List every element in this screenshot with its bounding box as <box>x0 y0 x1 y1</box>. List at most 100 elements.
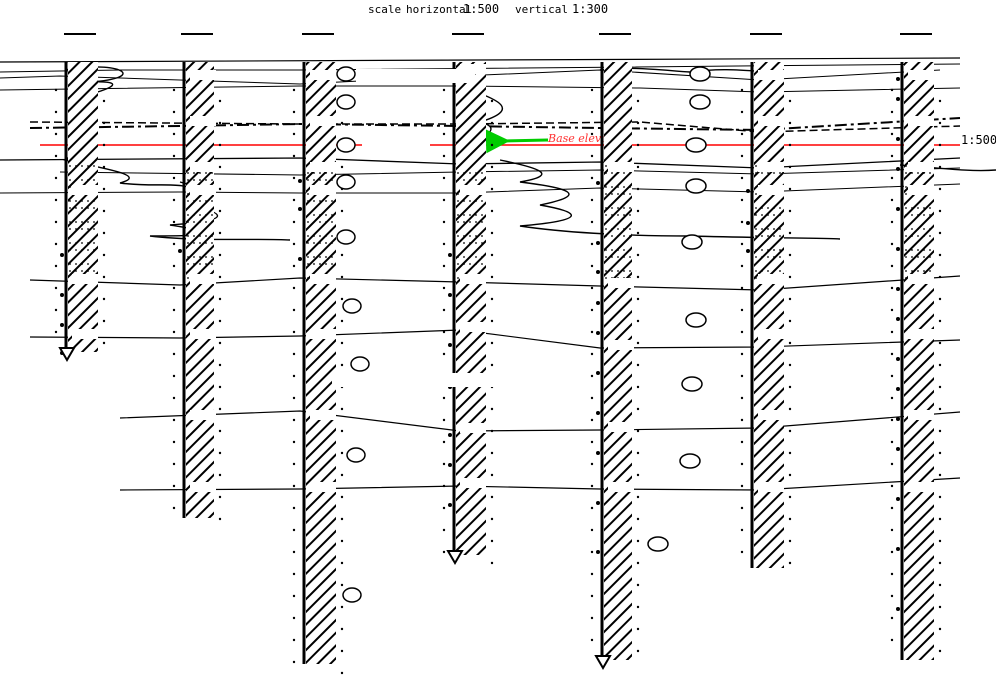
sand-dot <box>617 235 619 237</box>
side-dot <box>218 495 222 499</box>
sand-dot <box>325 221 327 223</box>
sand-dot <box>773 235 775 237</box>
sand-dot <box>623 270 625 272</box>
side-dot <box>938 341 942 345</box>
sand-dot <box>917 228 919 230</box>
side-dot <box>788 517 792 521</box>
side-dot <box>292 550 296 554</box>
borehole-column <box>754 62 784 568</box>
spt-marker <box>596 301 600 305</box>
side-dot <box>938 495 942 499</box>
sand-dot <box>187 172 189 174</box>
sand-dot <box>69 221 71 223</box>
sand-dot <box>605 214 607 216</box>
side-dot <box>218 473 222 477</box>
side-dot <box>340 583 344 587</box>
side-dot <box>54 308 58 312</box>
side-dot <box>590 616 594 620</box>
side-dot <box>292 242 296 246</box>
sand-dot <box>905 270 907 272</box>
sand-dot <box>755 186 757 188</box>
side-dot <box>490 275 494 279</box>
side-dot <box>54 264 58 268</box>
sand-dot <box>767 207 769 209</box>
depth-label-bg <box>758 482 784 492</box>
side-dot <box>938 385 942 389</box>
sand-dot <box>93 242 95 244</box>
side-dot <box>442 484 446 488</box>
sand-dot <box>307 214 309 216</box>
sand-dot <box>87 263 89 265</box>
side-dot <box>54 132 58 136</box>
borehole-column <box>68 62 98 352</box>
sand-dot <box>761 214 763 216</box>
depth-label-bg <box>190 162 216 172</box>
side-dot <box>218 407 222 411</box>
borehole-10 <box>590 33 640 670</box>
side-dot <box>490 517 494 521</box>
sand-dot <box>761 270 763 272</box>
side-dot <box>490 99 494 103</box>
side-dot <box>292 286 296 290</box>
sand-dot <box>617 256 619 258</box>
sand-dot <box>87 207 89 209</box>
sand-dot <box>93 263 95 265</box>
side-dot <box>890 374 894 378</box>
sand-dot <box>193 256 195 258</box>
sand-dot <box>611 256 613 258</box>
sand-dot <box>199 179 201 181</box>
sand-dot <box>463 200 465 202</box>
side-dot <box>442 132 446 136</box>
sand-dot <box>211 263 213 265</box>
side-dot <box>292 484 296 488</box>
side-dot <box>890 132 894 136</box>
side-dot <box>788 451 792 455</box>
side-dot <box>636 583 640 587</box>
sand-dot <box>193 214 195 216</box>
sand-dot <box>755 228 757 230</box>
side-dot <box>636 385 640 389</box>
side-dot <box>788 363 792 367</box>
sand-dot <box>87 270 89 272</box>
sand-dot <box>629 235 631 237</box>
sand-dot <box>623 249 625 251</box>
side-dot <box>172 286 176 290</box>
sand-dot <box>325 235 327 237</box>
sand-dot <box>307 242 309 244</box>
sand-dot <box>481 256 483 258</box>
sand-dot <box>605 207 607 209</box>
sand-dot <box>611 270 613 272</box>
spt-marker <box>896 447 900 451</box>
sand-dot <box>481 221 483 223</box>
side-dot <box>54 110 58 114</box>
side-dot <box>102 341 106 345</box>
side-dot <box>102 209 106 213</box>
sand-dot <box>617 172 619 174</box>
sand-dot <box>617 193 619 195</box>
stratum-number-ellipse-right <box>681 376 703 392</box>
sand-dot <box>307 235 309 237</box>
side-dot <box>54 286 58 290</box>
sand-dot <box>205 242 207 244</box>
side-dot <box>218 517 222 521</box>
borehole-14 <box>54 33 106 362</box>
sand-dot <box>87 165 89 167</box>
sand-dot <box>457 172 459 174</box>
side-dot <box>292 330 296 334</box>
sand-dot <box>319 256 321 258</box>
side-dot <box>890 308 894 312</box>
sand-dot <box>611 249 613 251</box>
spt-marker <box>448 253 452 257</box>
sand-dot <box>457 214 459 216</box>
spt-marker <box>448 463 452 467</box>
sand-dot <box>81 207 83 209</box>
side-dot <box>740 418 744 422</box>
stratum-number-ellipse <box>336 94 356 110</box>
side-dot <box>218 275 222 279</box>
spt-marker <box>746 221 750 225</box>
side-dot <box>490 121 494 125</box>
sand-dot <box>481 235 483 237</box>
side-dot <box>490 363 494 367</box>
sand-dot <box>331 172 333 174</box>
depth-label-bg <box>758 70 784 80</box>
